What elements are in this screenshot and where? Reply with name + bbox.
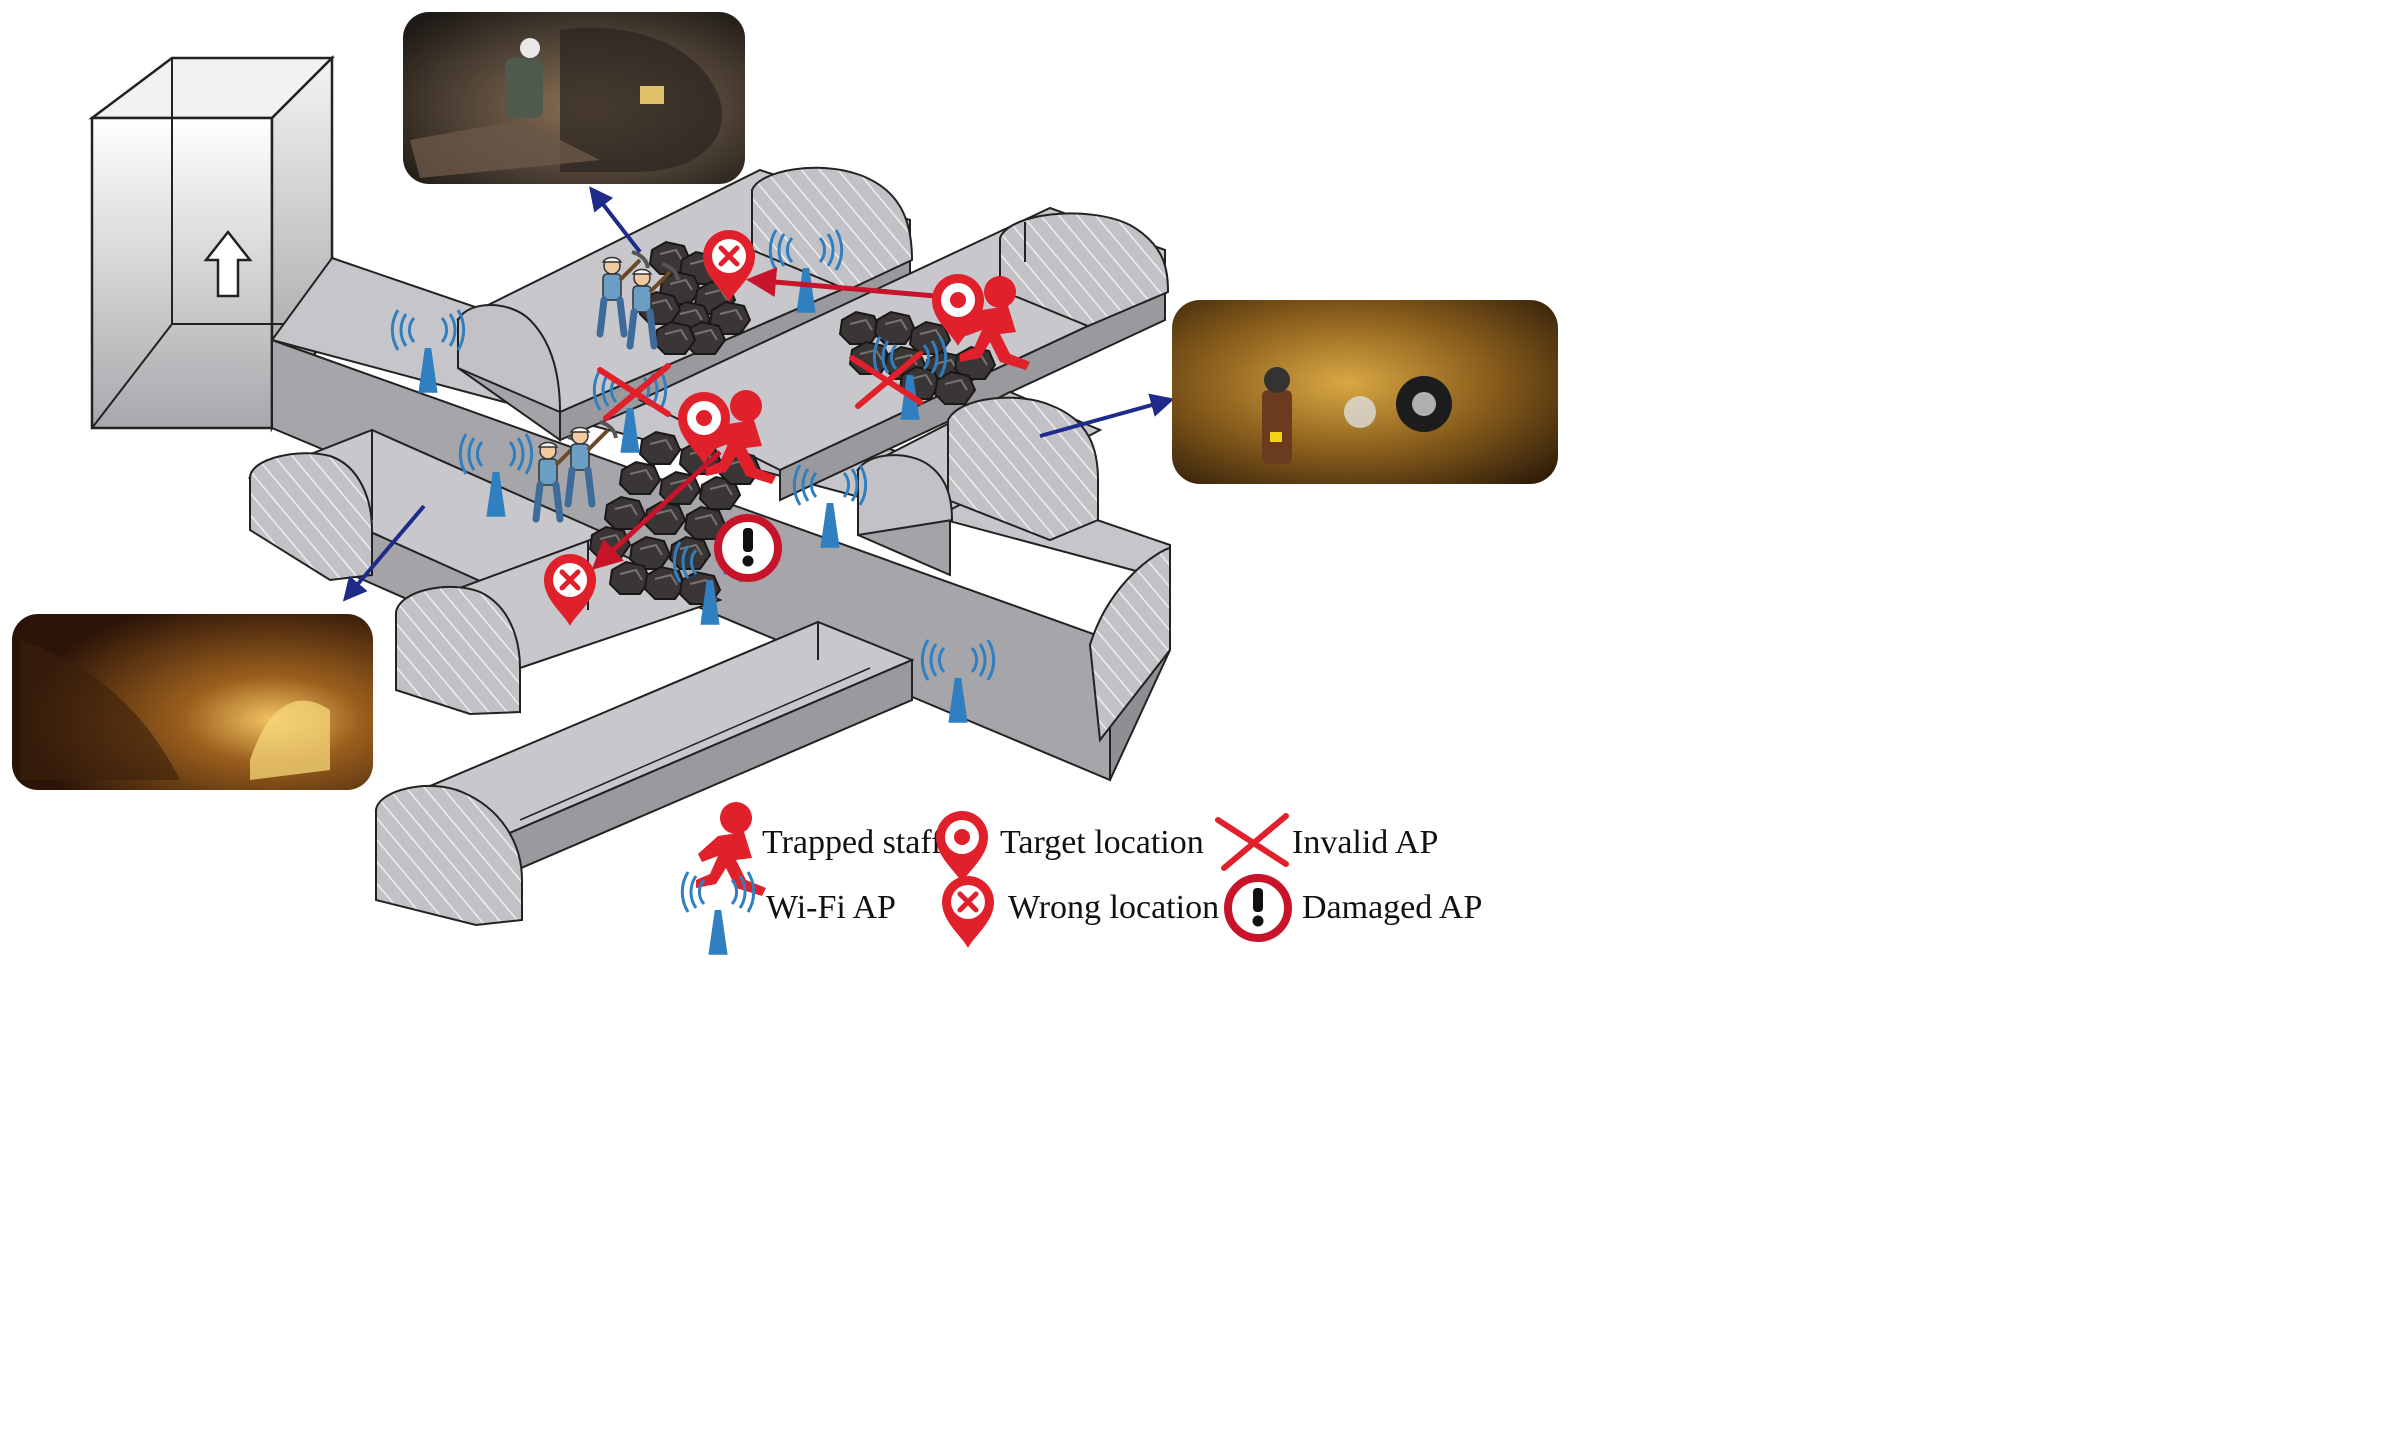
legend-damaged-ap-label: Damaged AP: [1302, 889, 1482, 926]
legend-trapped-staff-label: Trapped staff: [762, 824, 943, 861]
right-side-tunnel: [855, 390, 1103, 577]
legend-wrong-location-label: Wrong location: [1008, 889, 1219, 926]
legend-invalid-ap-label: Invalid AP: [1292, 824, 1438, 861]
legend-trapped-staff: Trapped staff: [696, 802, 943, 896]
bottom-tunnel: [375, 620, 915, 927]
legend-damaged-ap: Damaged AP: [1228, 878, 1482, 938]
legend-wifi-ap-label: Wi-Fi AP: [766, 889, 896, 926]
legend-target-location-label: Target location: [1000, 824, 1204, 861]
legend: Trapped staff Target location Invalid AP…: [680, 802, 1482, 957]
vertical-shaft: [88, 54, 336, 433]
photo-pointers: [342, 186, 1175, 602]
legend-target-location: Target location: [936, 811, 1204, 883]
mine-photo-right: [1172, 300, 1558, 484]
localization-error-arrows: [591, 267, 936, 571]
damaged-ap-icon: [718, 518, 778, 578]
legend-invalid-ap: Invalid AP: [1218, 816, 1438, 868]
legend-wrong-location: Wrong location: [942, 876, 1219, 948]
mine-photo-left: [12, 614, 373, 790]
legend-wifi-ap: Wi-Fi AP: [680, 870, 896, 957]
upward-arrow-icon: [203, 229, 253, 298]
mine-photo-top: [403, 12, 745, 184]
